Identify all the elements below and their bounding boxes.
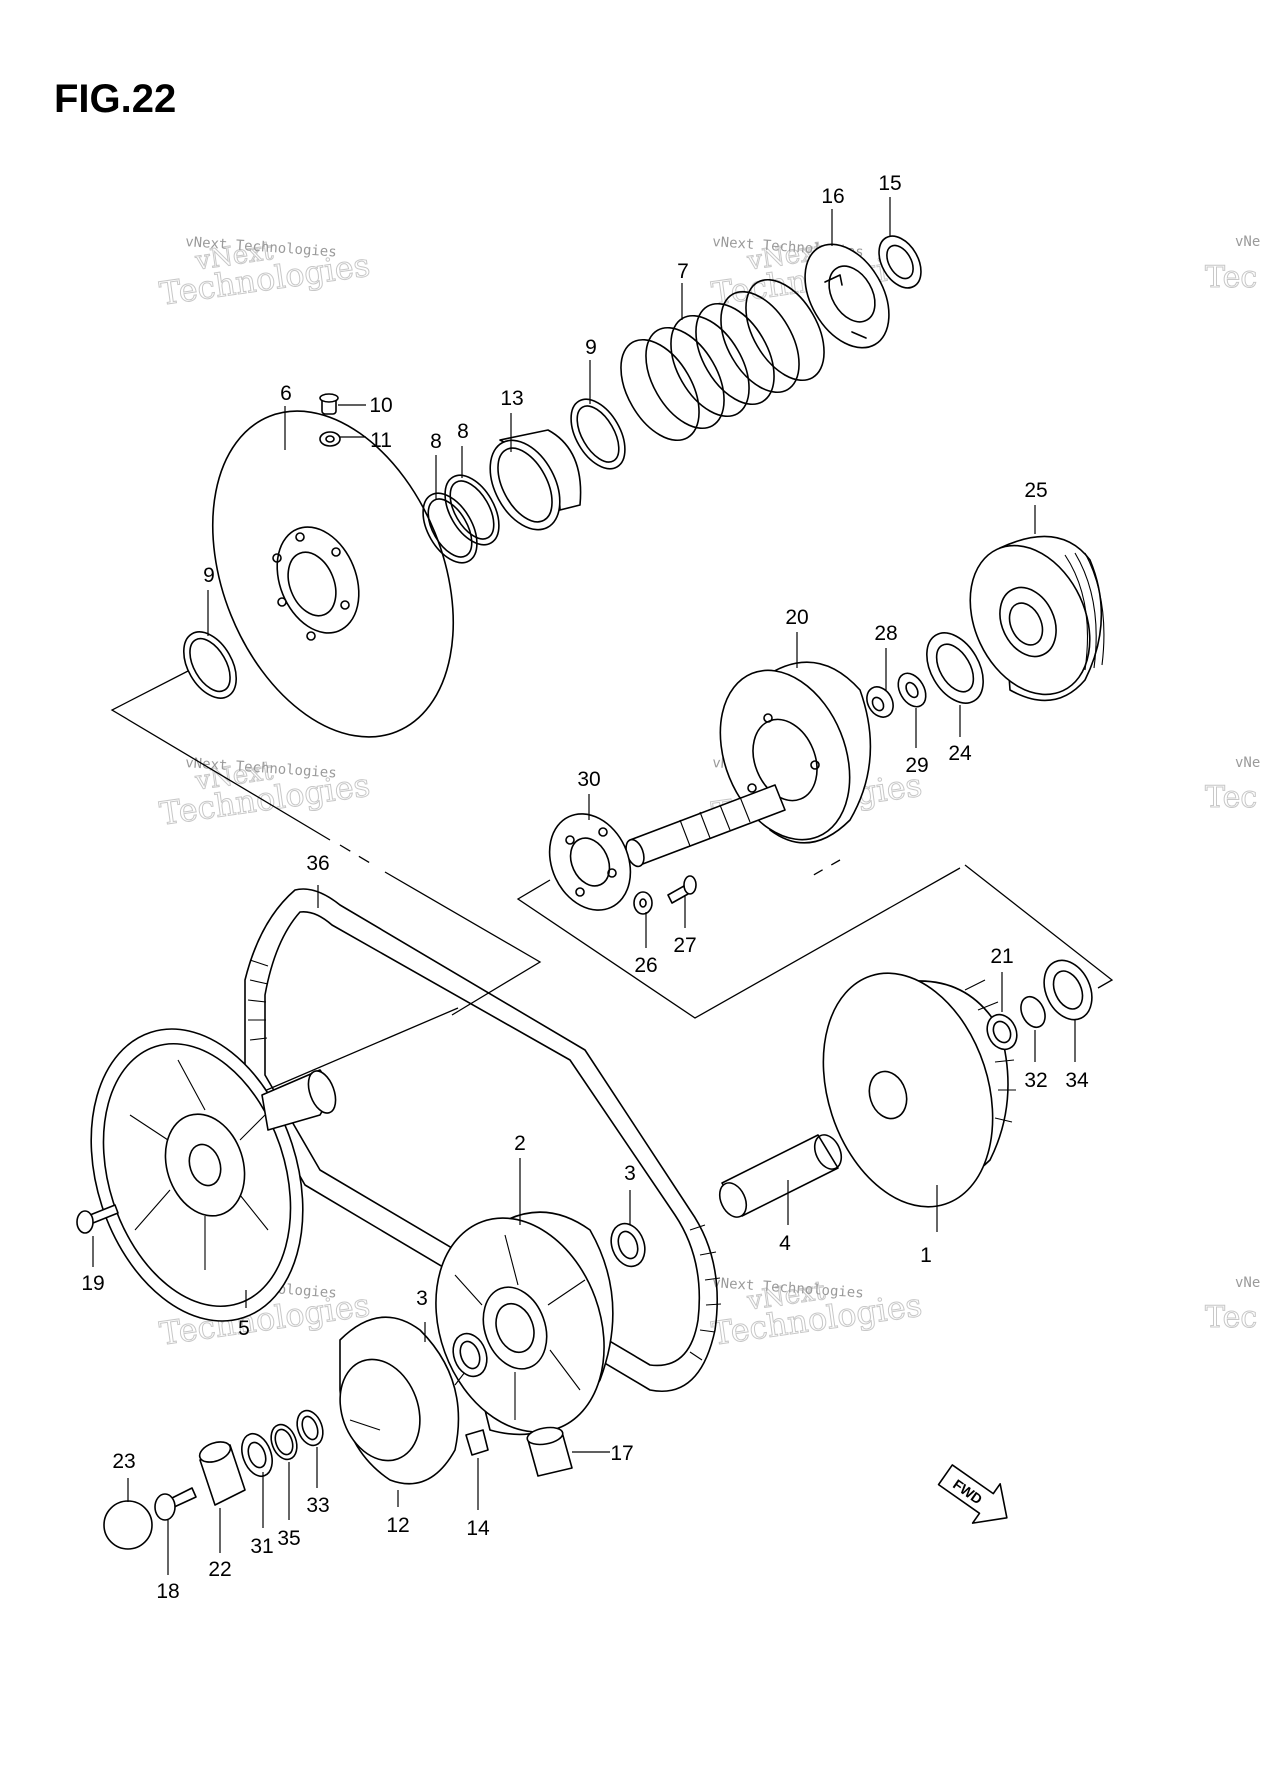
part-spring bbox=[620, 278, 825, 442]
callout-labels: 1 2 3 3 4 5 6 7 8 8 9 9 10 11 12 13 14 1… bbox=[81, 172, 1089, 1603]
part-nut bbox=[878, 235, 922, 289]
callout-label: 11 bbox=[370, 429, 392, 452]
part-o-ring bbox=[422, 474, 500, 564]
callout-label: 27 bbox=[673, 934, 696, 957]
callout-label: 9 bbox=[585, 336, 597, 359]
callout-label: 17 bbox=[610, 1442, 633, 1465]
part-oil-seal bbox=[1043, 959, 1093, 1021]
part-spacer bbox=[866, 686, 894, 718]
callout-label: 32 bbox=[1024, 1069, 1047, 1092]
part-ball-bearing bbox=[548, 813, 632, 911]
part-bushing bbox=[452, 1332, 488, 1378]
part-clutch-shoe bbox=[969, 535, 1105, 702]
part-cam-plate bbox=[339, 1316, 460, 1485]
callout-label: 4 bbox=[779, 1232, 791, 1255]
callout-label: 23 bbox=[112, 1450, 135, 1473]
callout-label: 31 bbox=[250, 1535, 273, 1558]
callout-label: 36 bbox=[306, 852, 329, 875]
callout-label: 15 bbox=[878, 172, 901, 195]
part-bolt bbox=[154, 1487, 197, 1521]
part-cap bbox=[103, 1500, 153, 1550]
assembly-bracket-lines bbox=[110, 669, 1114, 1096]
part-seal-ring bbox=[570, 398, 626, 470]
part-washer bbox=[241, 1432, 273, 1478]
part-bushing bbox=[610, 1222, 646, 1268]
callout-label: 16 bbox=[821, 185, 844, 208]
part-spring-seat bbox=[804, 243, 890, 349]
part-washer bbox=[270, 1423, 298, 1461]
watermark-text: vNe bbox=[1235, 755, 1260, 771]
part-drive-belt bbox=[244, 888, 722, 1392]
part-driven-face bbox=[90, 1028, 337, 1322]
part-washer-small bbox=[319, 431, 341, 447]
callout-label: 3 bbox=[624, 1162, 636, 1185]
part-needle-bearing bbox=[926, 632, 984, 704]
callout-label: 2 bbox=[514, 1132, 526, 1155]
callout-label: 25 bbox=[1024, 479, 1047, 502]
part-washer bbox=[296, 1409, 324, 1447]
callout-label: 30 bbox=[577, 768, 600, 791]
part-bolt bbox=[667, 875, 697, 904]
callout-label: 1 bbox=[920, 1244, 932, 1267]
part-movable-face bbox=[211, 410, 455, 738]
watermark-group: vNext Technologies vNext Technologies vN… bbox=[157, 234, 1261, 1353]
callout-label: 7 bbox=[677, 260, 689, 283]
callout-label: 9 bbox=[203, 564, 215, 587]
watermark-text: vNe bbox=[1235, 234, 1260, 250]
callout-label: 8 bbox=[430, 430, 442, 453]
callout-label: 26 bbox=[634, 954, 657, 977]
fwd-arrow-icon: FWD bbox=[937, 1464, 1008, 1524]
watermark-text: vNe bbox=[1235, 1275, 1260, 1291]
callout-label: 3 bbox=[416, 1287, 428, 1310]
part-spacer-tube bbox=[718, 1134, 843, 1218]
watermark-text: Tec bbox=[1205, 1300, 1257, 1335]
callout-label: 8 bbox=[457, 420, 469, 443]
callout-label: 13 bbox=[500, 387, 523, 410]
watermark-text: Tec bbox=[1205, 260, 1257, 295]
callout-label: 24 bbox=[948, 742, 972, 765]
callout-label: 19 bbox=[81, 1272, 104, 1295]
figure-title: FIG.22 bbox=[54, 77, 176, 121]
callout-label: 6 bbox=[280, 382, 292, 405]
callout-label: 10 bbox=[369, 394, 392, 417]
part-o-ring bbox=[1020, 995, 1046, 1029]
part-bearing-collar bbox=[986, 1013, 1018, 1051]
part-fixed-face bbox=[822, 972, 1016, 1208]
part-weight-roller bbox=[526, 1426, 573, 1477]
callout-label: 34 bbox=[1065, 1069, 1089, 1092]
callout-label: 21 bbox=[990, 945, 1013, 968]
callout-label: 12 bbox=[386, 1514, 409, 1537]
callout-label: 22 bbox=[208, 1558, 231, 1581]
callout-label: 28 bbox=[874, 622, 897, 645]
part-clutch-housing bbox=[625, 661, 872, 868]
callout-label: 5 bbox=[238, 1317, 250, 1340]
callout-label: 14 bbox=[466, 1517, 490, 1540]
part-washer-small bbox=[633, 891, 653, 915]
callout-label: 33 bbox=[306, 1494, 329, 1517]
part-bolt bbox=[76, 1204, 119, 1234]
leader-lines bbox=[92, 197, 1076, 1575]
part-drive-face bbox=[435, 1211, 614, 1436]
part-sleeve bbox=[198, 1441, 246, 1506]
watermark-text: Tec bbox=[1205, 780, 1257, 815]
callout-label: 20 bbox=[785, 606, 808, 629]
part-collar bbox=[489, 429, 582, 531]
callout-label: 18 bbox=[156, 1580, 179, 1603]
part-seal-ring bbox=[182, 631, 238, 699]
part-pin bbox=[319, 393, 339, 415]
part-washer bbox=[897, 672, 927, 708]
callout-label: 29 bbox=[905, 754, 928, 777]
callout-label: 35 bbox=[277, 1527, 300, 1550]
part-slide-piece bbox=[465, 1429, 489, 1456]
